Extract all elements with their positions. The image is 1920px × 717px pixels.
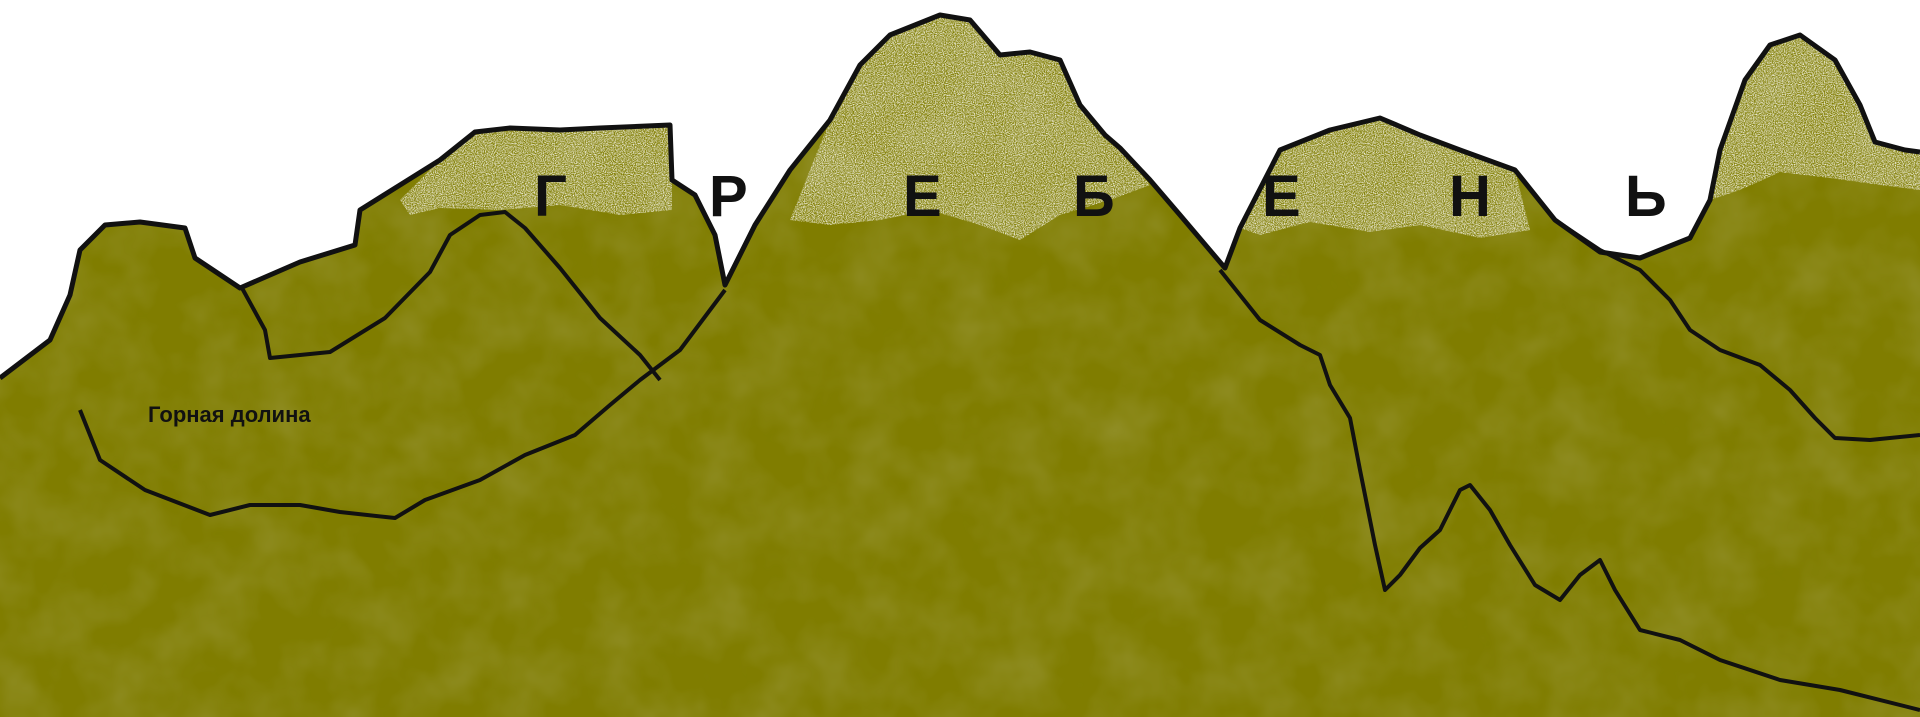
ridge-letter-1: Г	[534, 164, 567, 229]
valley-label: Горная долина	[148, 402, 311, 427]
ridge-letter-7: Ь	[1625, 164, 1667, 229]
ridge-letter-3: Е	[903, 164, 942, 229]
ridge-letter-5: Е	[1262, 164, 1301, 229]
ridge-letter-6: Н	[1449, 164, 1491, 229]
snow-cap-right	[1710, 35, 1920, 200]
ridge-letter-2: Р	[709, 164, 748, 229]
ridge-letter-4: Б	[1073, 164, 1115, 229]
